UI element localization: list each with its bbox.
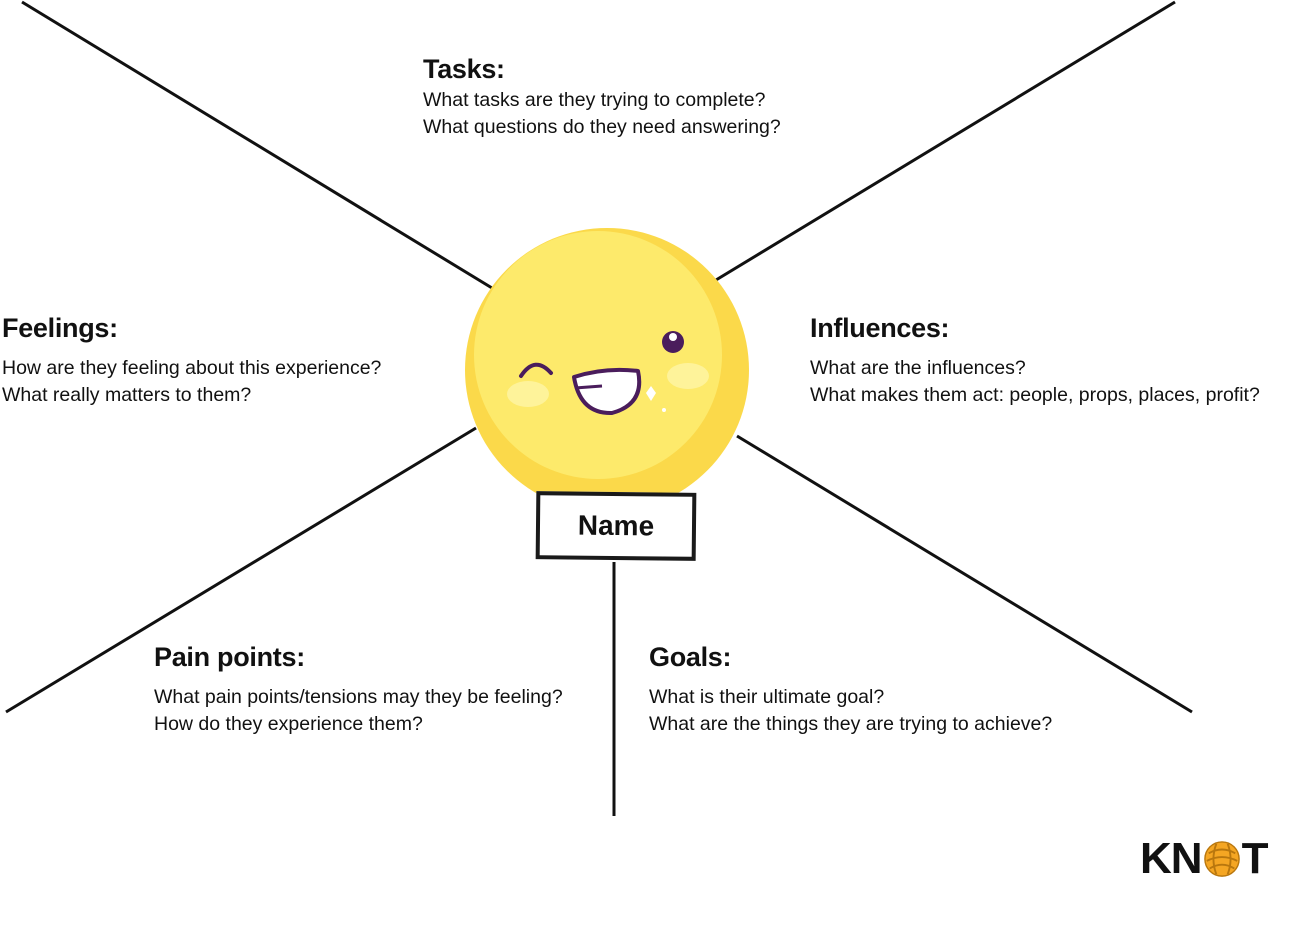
smiley-face-icon xyxy=(465,228,749,512)
question-text: What makes them act: people, props, plac… xyxy=(810,382,1260,409)
section-pain-points: Pain points: What pain points/tensions m… xyxy=(154,642,563,738)
knot-logo: KN T xyxy=(1140,836,1267,882)
question-text: What are the influences? xyxy=(810,355,1260,382)
question-text: How are they feeling about this experien… xyxy=(2,355,381,382)
knot-ball-icon xyxy=(1203,840,1241,878)
section-goals: Goals: What is their ultimate goal? What… xyxy=(649,642,1052,738)
question-text: What tasks are they trying to complete? xyxy=(423,87,781,114)
divider-line-top-left xyxy=(22,2,492,288)
section-heading: Influences: xyxy=(810,313,1260,343)
logo-text-end: T xyxy=(1242,834,1268,884)
section-heading: Goals: xyxy=(649,642,1052,672)
section-feelings: Feelings: How are they feeling about thi… xyxy=(2,313,381,409)
question-text: What are the things they are trying to a… xyxy=(649,711,1052,738)
section-heading: Pain points: xyxy=(154,642,563,672)
question-text: What really matters to them? xyxy=(2,382,381,409)
question-text: What questions do they need answering? xyxy=(423,114,781,141)
question-text: What pain points/tensions may they be fe… xyxy=(154,684,563,711)
logo-text-start: KN xyxy=(1140,834,1202,884)
persona-name-label: Name xyxy=(578,510,655,543)
section-influences: Influences: What are the influences? Wha… xyxy=(810,313,1260,409)
question-text: What is their ultimate goal? xyxy=(649,684,1052,711)
persona-name-box[interactable]: Name xyxy=(536,491,697,561)
divider-line-top-right xyxy=(716,2,1175,280)
section-heading: Feelings: xyxy=(2,313,381,343)
question-text: How do they experience them? xyxy=(154,711,563,738)
section-heading: Tasks: xyxy=(423,54,781,84)
section-tasks: Tasks: What tasks are they trying to com… xyxy=(423,54,781,141)
